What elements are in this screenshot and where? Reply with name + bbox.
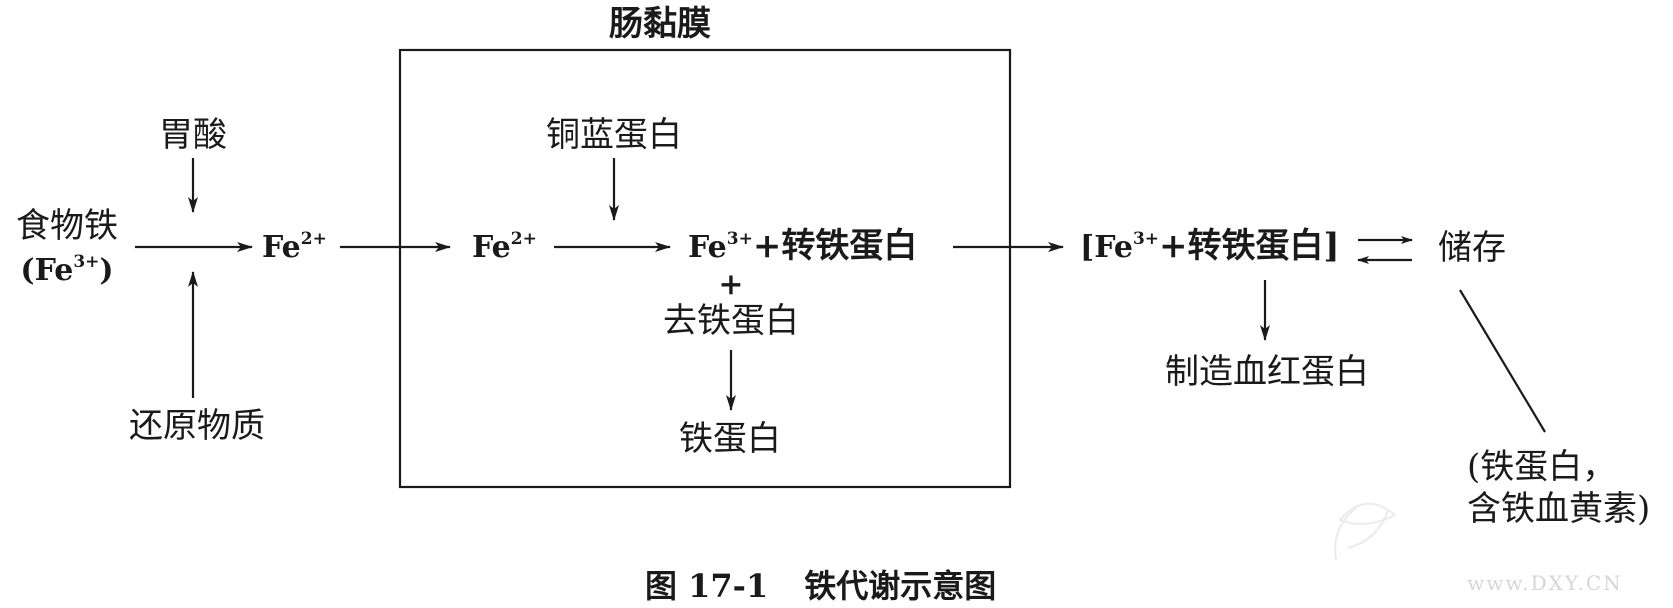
storage-label: 储存 — [1438, 228, 1506, 268]
figure-caption: 图 17-1 铁代谢示意图 — [645, 567, 996, 605]
food-iron-formula: (Fe3+) — [20, 252, 113, 288]
intestinal-mucosa-box — [398, 48, 1012, 489]
reducing-agents-label: 还原物质 — [129, 406, 265, 446]
box-title: 肠黏膜 — [609, 4, 711, 44]
figure-title: 铁代谢示意图 — [804, 567, 996, 605]
ceruloplasmin-label: 铜蓝蛋白 — [546, 115, 682, 155]
plus-sign: + — [718, 267, 743, 302]
fe2-inside-label: Fe2+ — [472, 229, 537, 265]
storage-forms-line1: (铁蛋白， — [1467, 447, 1616, 487]
storage-forms-line2: 含铁血黄素) — [1467, 489, 1650, 529]
fe3-transferrin-label: Fe3++转铁蛋白 — [688, 226, 917, 266]
hemoglobin-label: 制造血红蛋白 — [1165, 352, 1369, 392]
storage-forms-connector — [1459, 289, 1546, 433]
figure-number: 图 17-1 — [645, 567, 768, 605]
apoferritin-label: 去铁蛋白 — [663, 301, 799, 341]
watermark-text: www.DXY.CN — [1467, 571, 1622, 595]
ferritin-label: 铁蛋白 — [679, 419, 781, 459]
food-iron-label: 食物铁 — [16, 206, 118, 246]
fe2-outside-label: Fe2+ — [262, 229, 327, 265]
blood-transferrin-complex: [Fe3++转铁蛋白] — [1080, 226, 1340, 266]
dxy-watermark-logo-icon — [1334, 502, 1397, 561]
stomach-acid-label: 胃酸 — [159, 115, 227, 155]
